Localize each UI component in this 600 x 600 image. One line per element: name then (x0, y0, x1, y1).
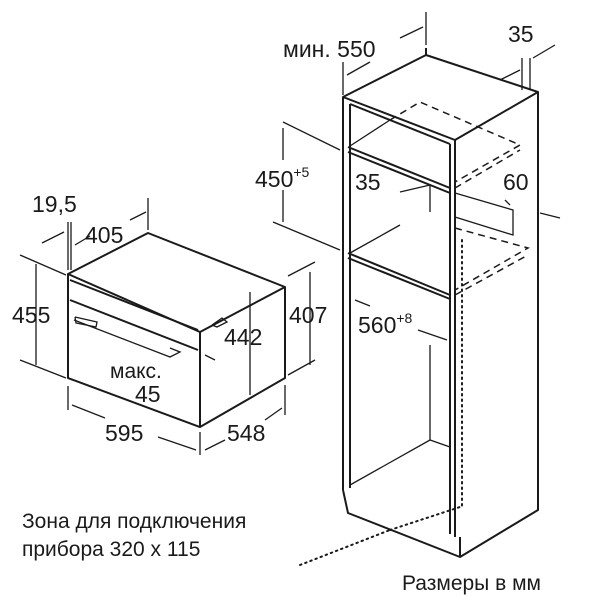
label-front-offset: 19,5 (32, 191, 77, 217)
label-niche-width: 560+8 (358, 310, 413, 338)
connection-zone-line2: прибора 320 x 115 (22, 538, 200, 561)
label-max: макс. (110, 360, 162, 383)
label-max-value: 45 (135, 381, 161, 407)
units-note: Размеры в мм (402, 572, 541, 595)
connection-zone-line1: Зона для подключения (22, 510, 246, 533)
label-back-gap: 35 (508, 21, 534, 47)
label-body-height: 407 (289, 302, 327, 328)
label-oven-depth-top: 405 (85, 222, 123, 248)
label-oven-height: 455 (12, 302, 50, 328)
label-min-550: мин. 550 (283, 36, 376, 62)
dimension-labels: мин. 550 35 450+5 35 60 560+8 19,5 405 4… (12, 21, 541, 595)
label-vent-depth: 60 (503, 169, 529, 195)
dimension-lines (19, 12, 561, 566)
label-oven-width: 595 (105, 420, 143, 446)
cabinet (342, 48, 539, 558)
label-shelf-gap: 35 (355, 169, 381, 195)
oven (67, 232, 286, 428)
label-inner-height: 442 (224, 324, 262, 350)
label-niche-height: 450+5 (255, 164, 310, 192)
label-oven-depth: 548 (227, 420, 265, 446)
